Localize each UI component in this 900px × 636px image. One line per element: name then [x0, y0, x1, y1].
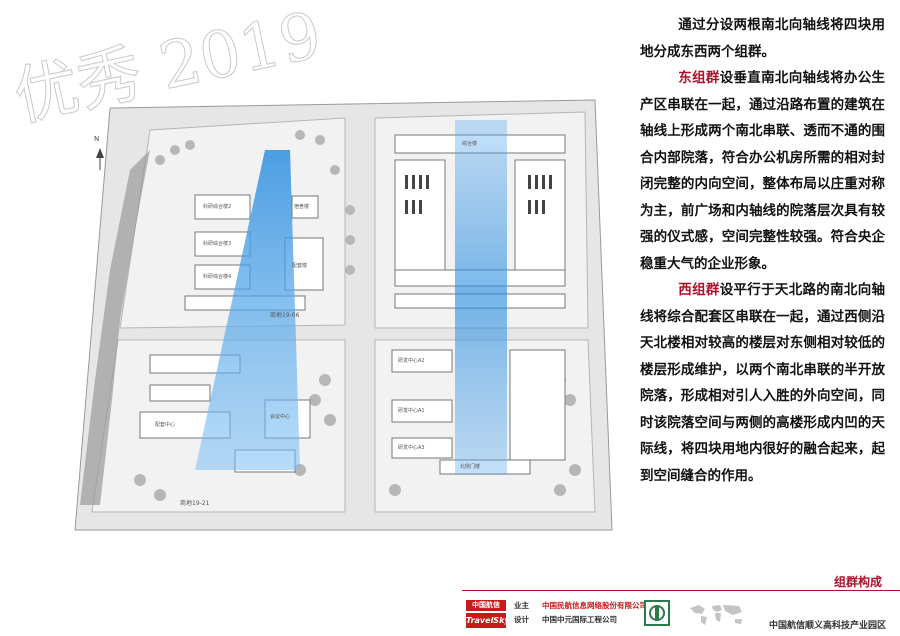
building-sw-mid [149, 384, 211, 402]
plan-label-west-block-north: 商地19-06 [270, 312, 300, 319]
owner-name: 中国民航信息网络股份有限公司 [542, 601, 647, 610]
footer: 中国航信 TravelSky 业主 中国民航信息网络股份有限公司 设计 中国中元… [462, 596, 900, 636]
west-group-text: 设平行于天北路的南北向轴线将综合配套区串联在一起，通过西侧沿天北楼相对较高的楼层… [640, 282, 886, 484]
site-plan-drawing [74, 99, 613, 531]
plan-label-b9: 研发中心A3 [398, 445, 425, 451]
plan-label-b12: 会议中心 [270, 414, 291, 420]
world-map-icon [690, 605, 742, 625]
owner-role: 业主 [514, 601, 529, 610]
east-group-text: 设垂直南北向轴线将办公生产区串联在一起，通过沿路布置的建筑在轴线上形成两个南北串… [640, 70, 886, 272]
description-intro: 通过分设两根南北向轴线将四块用地分成东西两个组群。 [640, 12, 885, 65]
project-name: 中国航信顺义高科技产业园区 [768, 621, 886, 631]
section-caption: 组群构成 [833, 575, 882, 589]
description-west: 西组群设平行于天北路的南北向轴线将综合配套区串联在一起，通过西侧沿天北楼相对较高… [640, 277, 885, 489]
logo-bottom-text: TravelSky [466, 613, 510, 628]
building-b1 [194, 194, 251, 220]
building-b7 [391, 349, 453, 373]
plan-label-b2: 科研综合楼3 [203, 241, 232, 247]
plan-label-b10: 配套中心 [155, 422, 176, 428]
west-axis [195, 150, 300, 470]
building-se-east [509, 349, 566, 461]
plan-label-b7: 研发中心A2 [398, 358, 425, 364]
travelsky-logo: 中国航信 TravelSky [466, 600, 510, 630]
north-arrow-icon [96, 148, 104, 170]
description-east: 东组群设垂直南北向轴线将办公生产区串联在一起，通过沿路布置的建筑在轴线上形成两个… [640, 65, 885, 277]
east-group-title: 东组群 [678, 70, 720, 86]
footer-divider [462, 590, 900, 591]
design-company-emblem-icon [644, 600, 670, 626]
description-panel: 通过分设两根南北向轴线将四块用地分成东西两个组群。 东组群设垂直南北向轴线将办公… [640, 12, 885, 489]
plan-label-b1: 科研综合楼2 [203, 204, 232, 210]
plan-north-label: N [94, 135, 100, 143]
plan-label-b5: 宿舍楼 [294, 204, 310, 210]
design-role: 设计 [514, 615, 529, 624]
ne-parking-marks [405, 175, 552, 214]
west-green-belt [80, 150, 150, 505]
plan-label-b3: 科研综合楼4 [203, 274, 232, 280]
plan-label-b8: 研发中心A1 [398, 408, 425, 414]
building-b5 [291, 195, 319, 219]
building-b8 [391, 399, 453, 423]
building-b2 [194, 231, 251, 257]
building-ne-east-wing [514, 159, 566, 271]
design-name: 中国中元国际工程公司 [542, 615, 617, 624]
site-plan: N 商地19-06 商地19-21 科研综合楼2 科研综合楼3 科研综合楼4 配… [74, 99, 613, 531]
plan-label-west-block-south: 商地19-21 [180, 500, 210, 507]
west-group-title: 西组群 [678, 282, 720, 298]
logo-top-text: 中国航信 [466, 600, 506, 611]
building-b9 [391, 437, 453, 459]
plan-label-b11: 北侧门楼 [460, 464, 481, 470]
plan-label-b4: 配套楼 [292, 263, 308, 269]
east-axis [455, 120, 507, 475]
description-intro-text: 通过分设两根南北向轴线将四块用地分成东西两个组群。 [640, 17, 885, 60]
plan-label-b6: 综合楼 [462, 141, 478, 147]
